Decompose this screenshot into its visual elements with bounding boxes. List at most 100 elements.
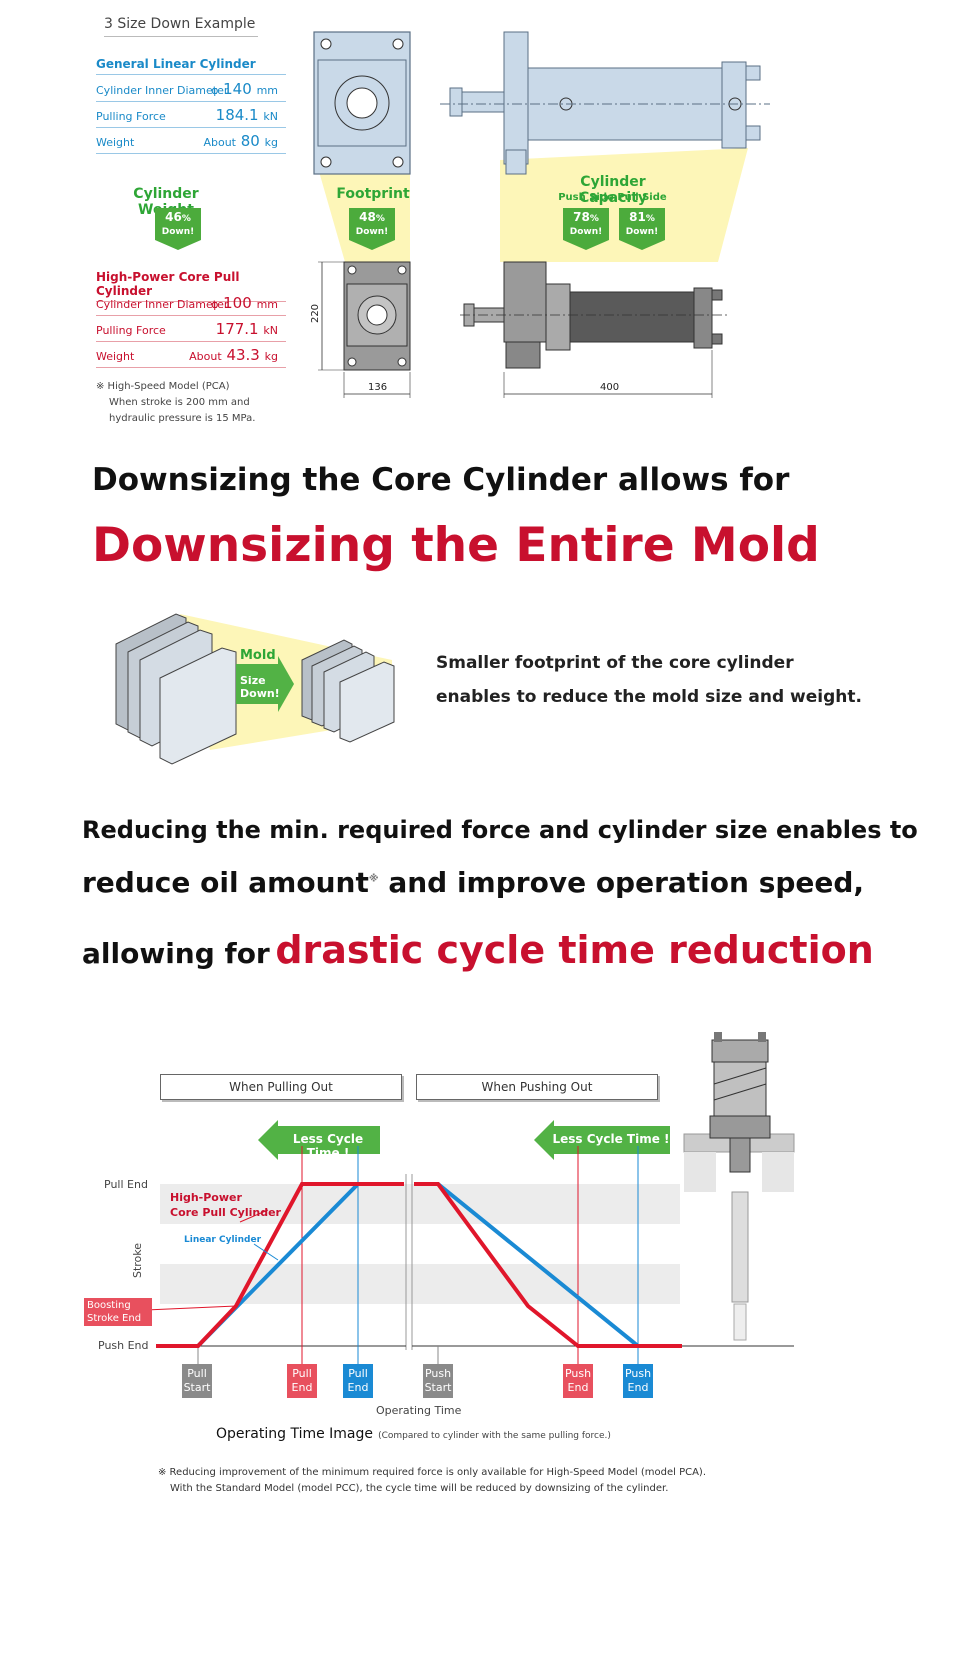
general-diameter-label: Cylinder Inner Diameter [96, 84, 229, 97]
highpower-diameter-value: 100 [223, 294, 252, 312]
capacity-label: Cylinder Capacity [578, 174, 648, 206]
general-weight-unit: kg [264, 136, 278, 149]
general-weight-prefix: About [203, 136, 236, 149]
footnote-mark: ※ [368, 873, 379, 885]
boosting-stroke-end-label: Boosting Stroke End [84, 1298, 152, 1326]
push-side-down-arrow: 78%Down! [563, 208, 609, 250]
highpower-diameter-prefix: φ [211, 298, 219, 311]
highpower-series-label: High-Power Core Pull Cylinder [170, 1190, 281, 1220]
note-line-2: When stroke is 200 mm and [109, 397, 250, 408]
general-cylinder-drawing [440, 31, 770, 175]
small-mold-icon [301, 639, 395, 743]
hp-leader [239, 1209, 269, 1223]
highpower-force-value: 177.1 [215, 320, 259, 338]
stroke-time-chart [145, 1120, 684, 1366]
highpower-diameter-row: Cylinder Inner Diameter φ 100 mm [96, 289, 286, 316]
general-weight-label: Weight [96, 136, 135, 149]
cycle-headline-line2: reduce oil amount※ and improve operation… [82, 866, 864, 899]
footnote-line-1: ※ Reducing improvement of the minimum re… [158, 1467, 707, 1478]
footprint-down-arrow: 48%Down! [349, 208, 395, 250]
cycle-headline-line2b: and improve operation speed, [388, 866, 865, 899]
mold-description-line2: enables to reduce the mold size and weig… [436, 687, 862, 707]
footprint-label: Footprint [336, 186, 410, 202]
series-highpower-pushing [414, 1182, 682, 1348]
chart-caption: Operating Time Image (Compared to cylind… [216, 1423, 611, 1442]
dimension-length: 400 [600, 382, 620, 393]
highpower-weight-value: 43.3 [226, 346, 260, 364]
boosting-line-2: Stroke End [87, 1313, 142, 1324]
caption-note: (Compared to cylinder with the same pull… [378, 1431, 611, 1441]
hp-label-1: High-Power [170, 1191, 242, 1204]
less-cycle-label-pushing: Less Cycle Time ! [552, 1132, 670, 1146]
highpower-cylinder-drawing [460, 261, 730, 398]
pull-side-label: Pull Side [617, 192, 667, 203]
linear-series-label: Linear Cylinder [184, 1235, 262, 1245]
general-cylinder-title: General Linear Cylinder [96, 57, 286, 75]
hp-label-2: Core Pull Cylinder [170, 1206, 281, 1219]
general-force-label: Pulling Force [96, 110, 166, 123]
general-diameter-value: 140 [223, 80, 252, 98]
mold-headline-line2: Downsizing the Entire Mold [92, 518, 820, 573]
cycle-headline-line2a: reduce oil amount [82, 866, 369, 899]
highpower-diameter-label: Cylinder Inner Diameter [96, 298, 229, 311]
general-diameter-unit: mm [256, 84, 278, 97]
general-force-value: 184.1 [215, 106, 259, 124]
highpower-diameter-unit: mm [256, 298, 278, 311]
note-line-1: ※ High-Speed Model (PCA) [96, 381, 230, 392]
y-axis-title: Stroke [131, 1242, 145, 1279]
general-force-unit: kN [263, 110, 278, 123]
panel-pulling-out: When Pulling Out [160, 1074, 402, 1100]
band-lower [160, 1264, 680, 1304]
note-line-3: hydraulic pressure is 15 MPa. [109, 413, 256, 424]
mold-description-line1: Smaller footprint of the core cylinder [436, 653, 794, 673]
general-diameter-prefix: φ [211, 84, 219, 97]
cycle-headline-line3b: drastic cycle time reduction [275, 928, 874, 972]
caption-title: Operating Time Image [216, 1426, 374, 1442]
x-axis-title: Operating Time [376, 1404, 462, 1417]
footprint-value: 48 [359, 210, 376, 224]
highpower-weight-label: Weight [96, 350, 135, 363]
high-speed-note: ※ High-Speed Model (PCA) When stroke is … [96, 379, 255, 427]
highpower-weight-prefix: About [189, 350, 222, 363]
mold-description: Smaller footprint of the core cylinder e… [436, 646, 862, 714]
size-down-label: Size Down! [240, 674, 280, 700]
linear-leader [253, 1243, 279, 1261]
cycle-headline-line3: allowing for drastic cycle time reductio… [82, 928, 874, 972]
mold-label: Mold [240, 648, 276, 663]
push-side-value: 78 [573, 210, 590, 224]
general-weight-row: Weight About 80 kg [96, 127, 286, 154]
pull-side-value: 81 [629, 210, 646, 224]
panel-pushing-out: When Pushing Out [416, 1074, 658, 1100]
highpower-weight-row: Weight About 43.3 kg [96, 341, 286, 368]
cycle-headline-line3a: allowing for [82, 937, 270, 970]
large-mold-icon [115, 613, 237, 765]
highpower-weight-unit: kg [264, 350, 278, 363]
cylinder-weight-value: 46 [165, 210, 182, 224]
boosting-leader [145, 1305, 237, 1311]
y-label-pull-end: Pull End [104, 1178, 148, 1191]
general-force-row: Pulling Force 184.1 kN [96, 101, 286, 128]
y-label-push-end: Push End [98, 1339, 149, 1352]
mold-headline-line1: Downsizing the Core Cylinder allows for [92, 462, 790, 498]
general-weight-value: 80 [240, 132, 260, 150]
less-cycle-label-pulling: Less Cycle Time ! [292, 1132, 364, 1160]
footnote: ※ Reducing improvement of the minimum re… [158, 1465, 706, 1497]
mold-illustration [115, 613, 395, 765]
highpower-force-unit: kN [263, 324, 278, 337]
general-diameter-row: Cylinder Inner Diameter φ 140 mm [96, 75, 286, 102]
highpower-force-label: Pulling Force [96, 324, 166, 337]
general-footprint-drawing [313, 31, 411, 175]
footnote-line-2: With the Standard Model (model PCC), the… [170, 1483, 669, 1494]
highpower-cylinder-title: High-Power Core Pull Cylinder [96, 270, 286, 302]
band-upper [160, 1184, 680, 1224]
example-title: 3 Size Down Example [104, 16, 258, 37]
size-down-arrow [236, 656, 294, 712]
cycle-headline-line1: Reducing the min. required force and cyl… [82, 816, 918, 844]
dimension-height: 220 [310, 303, 322, 324]
dimension-width: 136 [368, 382, 388, 393]
